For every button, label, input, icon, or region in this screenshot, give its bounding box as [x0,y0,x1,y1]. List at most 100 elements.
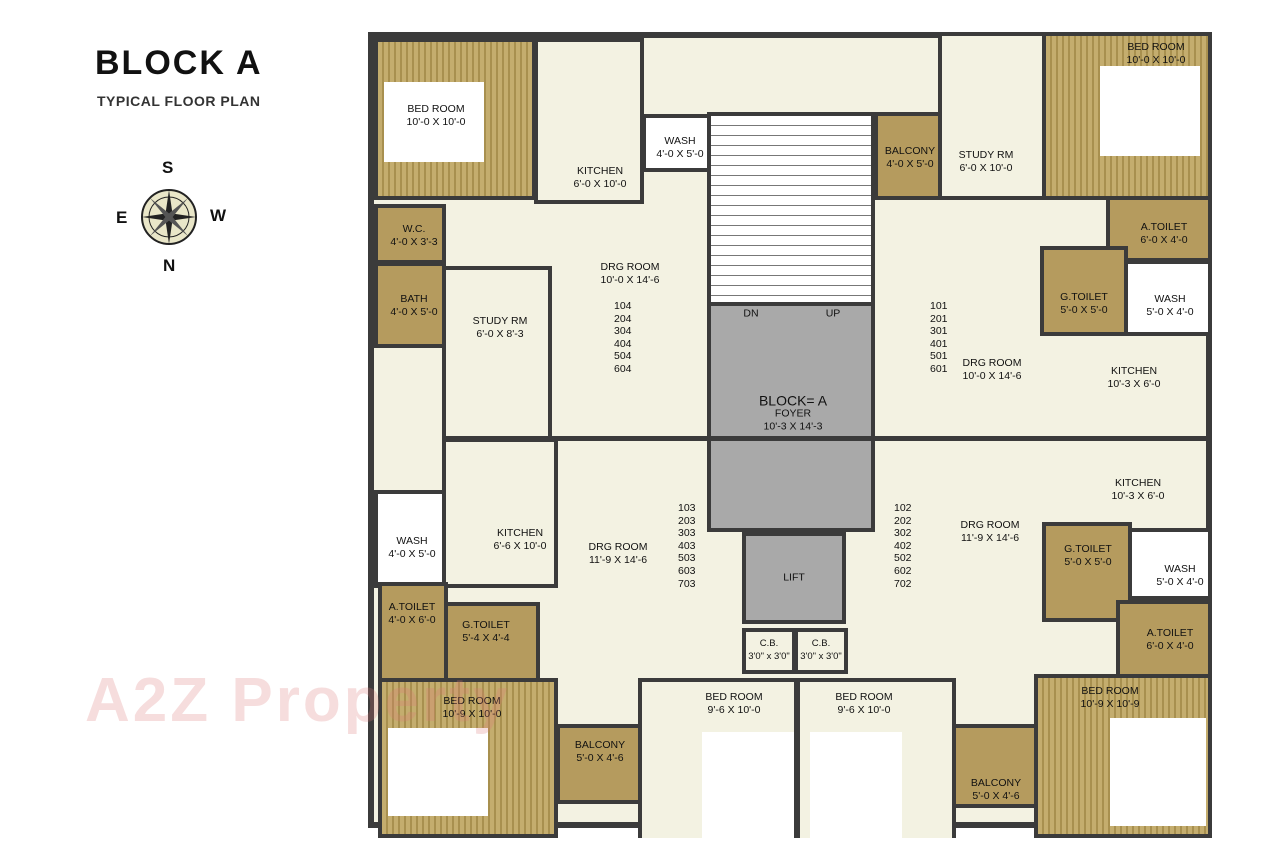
compass-east: E [116,208,128,227]
room-size: 10'-3 X 6'-0 [1107,378,1161,390]
page-subtitle: TYPICAL FLOOR PLAN [97,93,261,109]
room-name: DRG ROOM [588,541,648,553]
room-name: G.TOILET [1064,543,1112,555]
unit-number: 703 [678,577,696,590]
room-size: 5'-0 X 4'-0 [1146,306,1194,318]
page-title: BLOCK A [95,44,263,82]
room-size: 4'-0 X 5'-0 [388,548,436,560]
room-size: 6'-0 X 4'-0 [1140,234,1188,246]
room-name: FOYER [774,407,812,420]
room-name: WASH [664,135,696,147]
room-name: A.TOILET [1146,627,1194,639]
unit-number: 203 [678,514,696,527]
compass-west: W [210,206,227,225]
unit-number: 401 [930,337,948,350]
unit-number: 301 [930,325,948,338]
unit-number: 601 [930,362,948,375]
unit-number: 101 [930,300,948,312]
room-size: 10'-9 X 10'-9 [1080,698,1140,710]
unit-number: 402 [894,539,912,552]
unit-number: 503 [678,552,696,565]
unit-number: 304 [614,325,632,338]
room-size: 3'0" x 3'0" [748,651,790,662]
room-size: 4'-0 X 6'-0 [388,614,436,626]
room-size: 10'-3 X 14'-3 [763,420,823,433]
room-size: 10'-3 X 6'-0 [1111,490,1165,502]
room-size: 6'-0 X 10'-0 [959,162,1013,174]
room-size: 10'-0 X 14'-6 [600,274,660,286]
unit-number: 303 [678,527,696,540]
room-name: KITCHEN [1114,477,1162,489]
room-name: C.B. [759,638,779,649]
room-name: BED ROOM [1127,41,1185,53]
unit-number: 502 [894,552,912,565]
unit-number: 202 [894,514,912,527]
room-size: 10'-0 X 14'-6 [962,370,1022,382]
compass-north: N [163,256,176,275]
room-size: 6'-6 X 10'-0 [493,540,547,552]
room-size: 6'-0 X 4'-0 [1146,640,1194,652]
cb-1: C.B. 3'0" x 3'0" [742,628,796,674]
room-name: BALCONY [884,145,936,157]
room-name: DRG ROOM [600,261,660,273]
unit-number: 602 [894,564,912,577]
unit-number: 104 [614,300,632,312]
room-name: KITCHEN [496,527,544,539]
room-size: 9'-6 X 10'-0 [837,704,891,716]
compass-rose-icon [141,189,197,245]
lift: LIFT [742,532,846,624]
unit-number: 204 [614,312,632,325]
room-name: A.TOILET [388,601,436,613]
room-size: 5'-0 X 5'-0 [1064,556,1112,568]
room-size: 10'-0 X 10'-0 [1126,54,1186,66]
room-size: 6'-0 X 8'-3 [476,328,524,340]
room-size: 5'-0 X 5'-0 [1060,304,1108,316]
room-name: BED ROOM [705,691,763,703]
block-label: BLOCK= A [758,392,828,409]
room-size: 4'-0 X 5'-0 [656,148,704,160]
unit-number: 201 [930,312,948,325]
lift-label: LIFT [783,571,805,584]
room-size: 10'-0 X 10'-0 [406,116,466,128]
unit-number: 103 [678,502,696,514]
room-name: KITCHEN [1110,365,1158,377]
watermark: A2Z Property [85,666,511,735]
unit-number: 302 [894,527,912,540]
room-name: STUDY RM [472,315,528,327]
unit-number: 102 [894,502,912,514]
room-name: DRG ROOM [962,357,1022,369]
unit-number: 604 [614,362,632,375]
room-name: DRG ROOM [960,519,1020,531]
room-name: W.C. [402,223,426,235]
unit-number: 504 [614,350,632,363]
compass-south: S [162,158,174,177]
staircase [707,112,875,308]
room-name: WASH [396,535,428,547]
